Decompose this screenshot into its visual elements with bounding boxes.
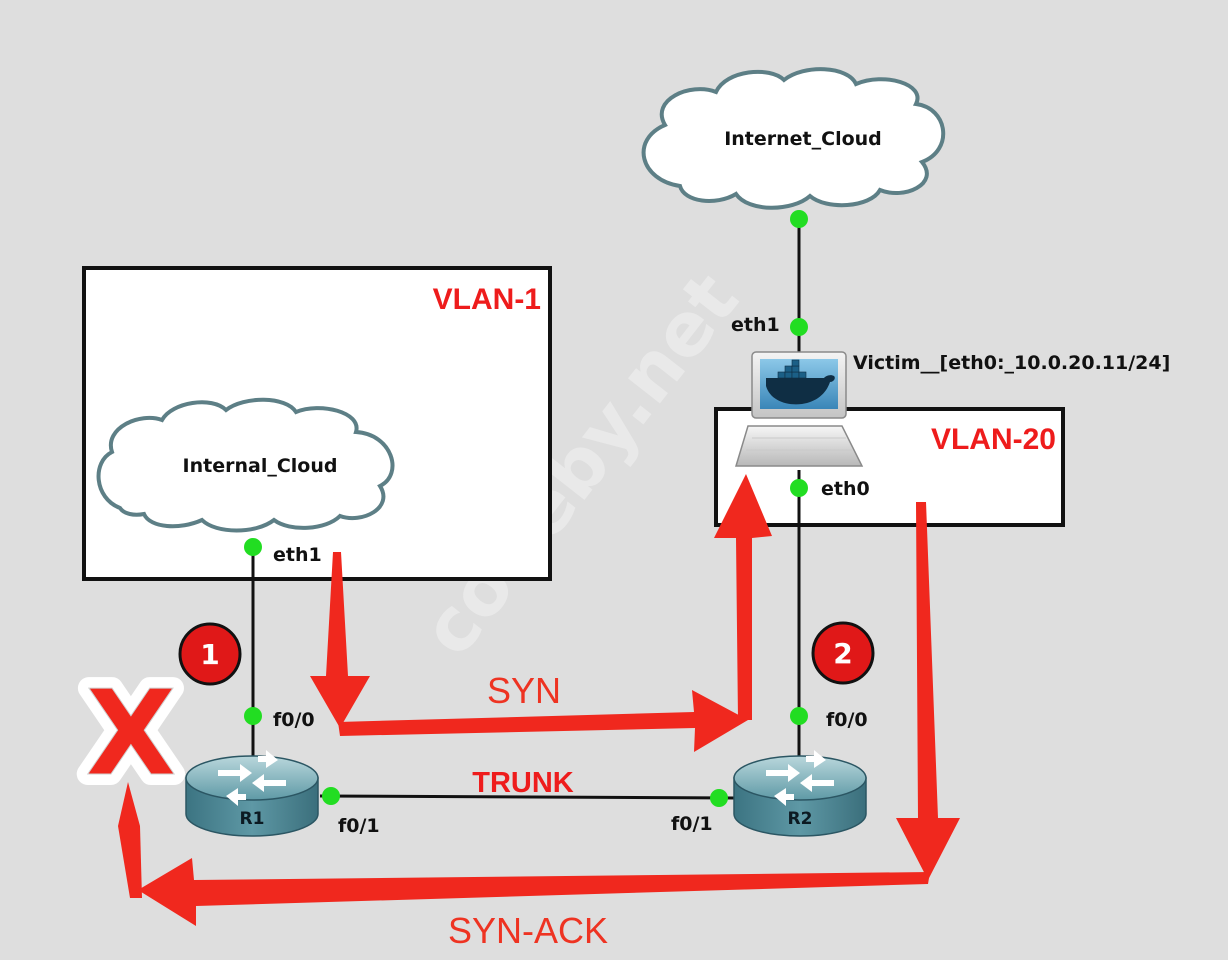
synack-arrow (118, 502, 960, 926)
port-dot-victim-eth0 (790, 479, 808, 497)
internet-cloud-label: Internet_Cloud (724, 128, 882, 150)
step-badge-1-number: 1 (200, 638, 219, 671)
blocked-x-fill: X (86, 664, 177, 802)
blocked-x-outline: X (86, 664, 177, 802)
victim-label: Victim__[eth0:_10.0.20.11/24] (853, 352, 1170, 374)
trunk-link (319, 794, 736, 800)
internal-cloud-label: Internal_Cloud (183, 455, 338, 477)
syn-label: SYN (487, 670, 561, 711)
vlan-1-label: VLAN-1 (433, 283, 541, 316)
port-label-victim-eth1: eth1 (731, 314, 780, 336)
port-dot-internet (790, 210, 808, 228)
step-badge-1: 1 (178, 622, 242, 686)
step-badge-2-number: 2 (833, 637, 852, 670)
router-arrows-icon (218, 750, 286, 806)
port-dot-internal-eth1 (244, 538, 262, 556)
trunk-label: TRUNK (472, 767, 574, 799)
port-dot-victim-eth1 (790, 318, 808, 336)
port-dot-r1-f00 (244, 707, 262, 725)
keyboard (734, 425, 864, 467)
docker-whale-icon (766, 359, 835, 405)
syn-arrow-down-segment (310, 552, 370, 728)
synack-arrow-down-segment (896, 502, 960, 880)
router-r1[interactable]: R1 (185, 750, 319, 837)
vlan-20-box (714, 407, 1065, 527)
step-badge-2: 2 (811, 621, 875, 685)
port-label-r2-f01: f0/1 (671, 813, 713, 835)
internet-cloud: Internet_Cloud (641, 67, 946, 210)
internal-cloud: Internal_Cloud (96, 397, 395, 533)
synack-arrow-up-segment (118, 782, 142, 898)
port-dot-r2-f01 (710, 789, 728, 807)
port-dot-r2-f00 (790, 707, 808, 725)
port-label-r1-f01: f0/1 (338, 815, 380, 837)
synack-arrow-horizontal-segment (138, 858, 930, 926)
syn-arrow-horizontal-segment (338, 690, 748, 752)
syn-arrow (310, 474, 772, 752)
router-arrows-icon (766, 750, 834, 806)
port-dot-r1-f01 (322, 787, 340, 805)
blocked-x-mark: X X (75, 653, 188, 813)
vlan-20-label: VLAN-20 (931, 423, 1056, 456)
synack-label: SYN-ACK (448, 910, 608, 951)
syn-arrow-up-segment (714, 474, 772, 720)
port-label-r1-f00: f0/0 (273, 709, 315, 731)
router-r2[interactable]: R2 (733, 750, 867, 837)
victim-computer[interactable] (734, 351, 864, 467)
router-r1-label: R1 (240, 809, 265, 829)
port-label-victim-eth0: eth0 (821, 478, 870, 500)
router-r2-label: R2 (788, 809, 813, 829)
port-label-r2-f00: f0/0 (826, 709, 868, 731)
port-label-internal-eth1: eth1 (273, 544, 322, 566)
